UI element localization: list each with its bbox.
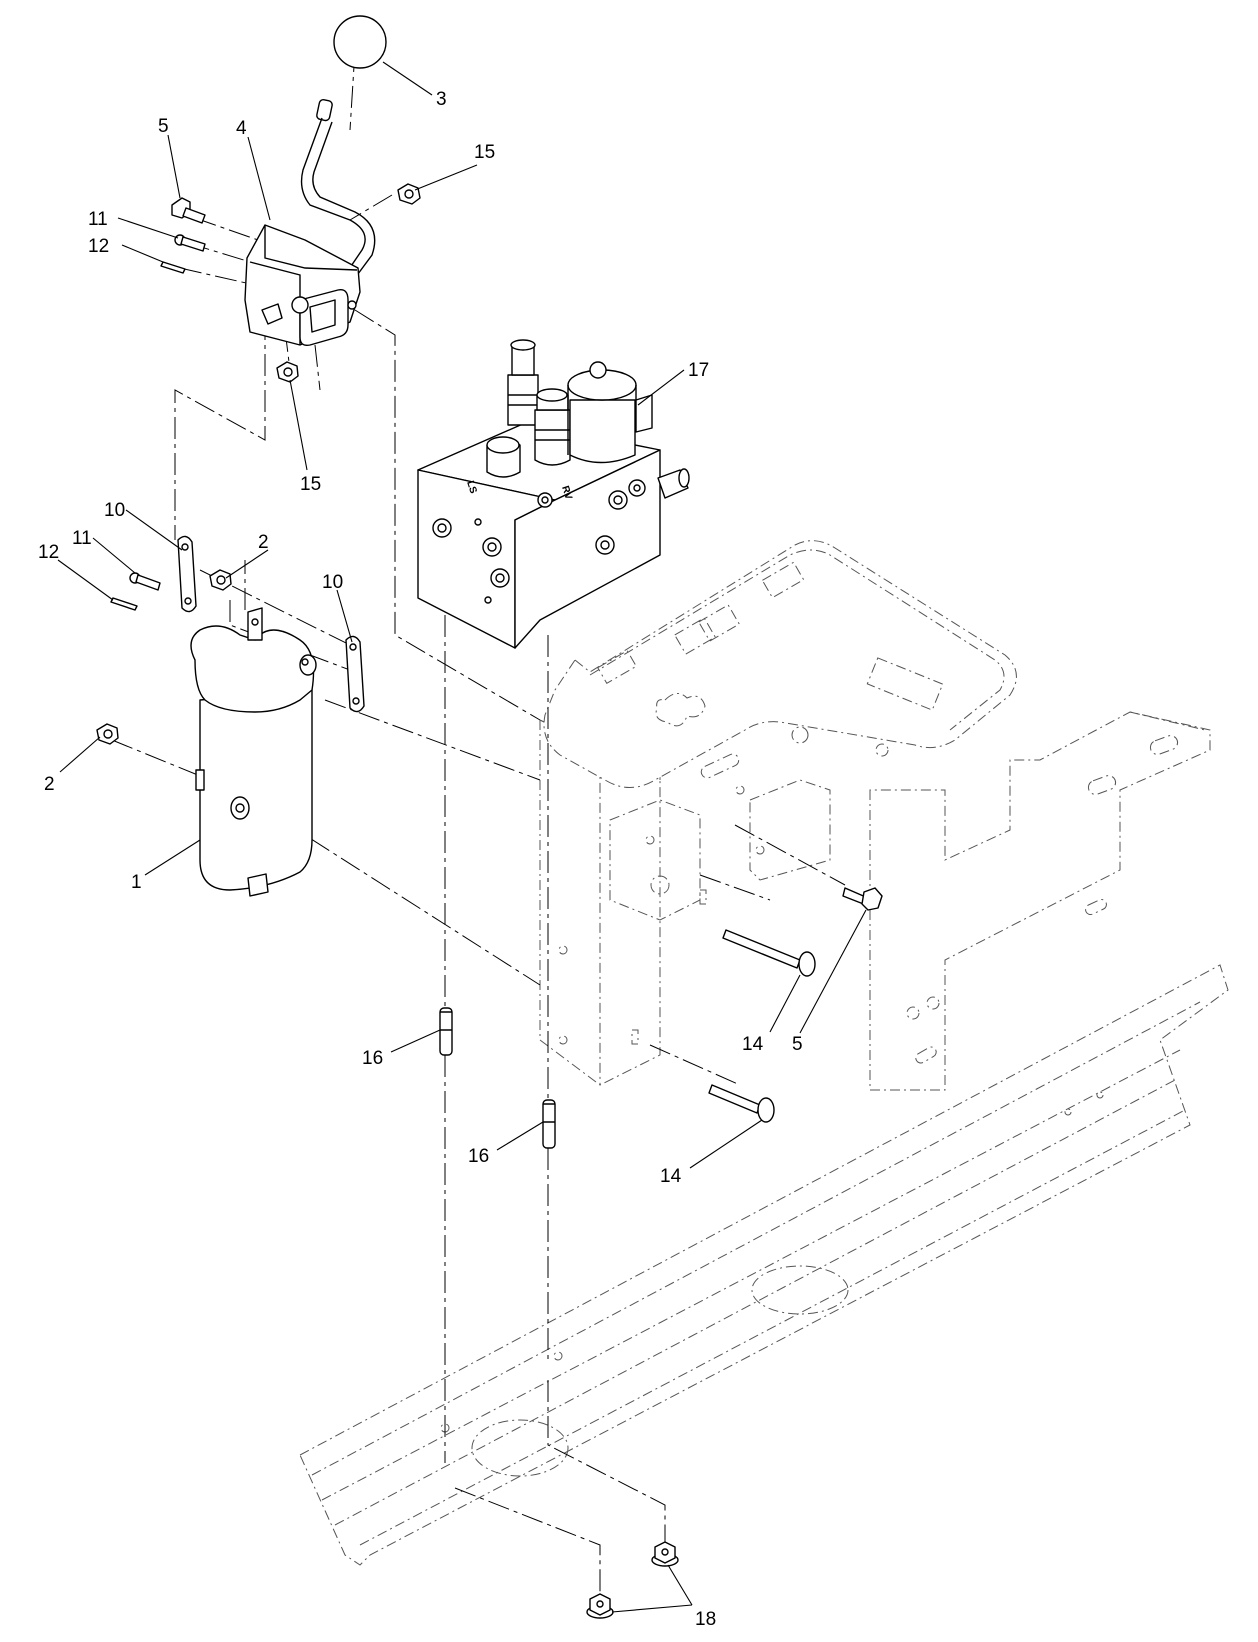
nut-part-15-lower [276,361,299,383]
callout-2-lower: 2 [44,774,55,795]
callout-15-lower: 15 [300,474,321,495]
callout-labels: 3 5 4 11 12 15 15 17 10 11 12 2 10 2 1 1… [38,89,803,1630]
callout-15-top: 15 [474,142,495,163]
callout-16-lower: 16 [468,1146,489,1167]
nut-part-2-lower [96,723,119,745]
callout-3: 3 [436,89,447,110]
handle-bracket-part-4 [244,224,361,347]
valve-block-part-17: LS RV [417,339,690,649]
pin-part-11-top [174,234,206,252]
callout-12-top: 12 [88,236,109,257]
flange-nut-part-18-left [586,1593,614,1619]
actuator-body-part-1 [190,607,317,897]
callout-17: 17 [688,360,709,381]
valve-port-label-left: LS [464,480,479,496]
bolt-part-5-top [171,197,206,224]
callout-11-middle: 11 [72,528,92,549]
callout-11-top: 11 [88,209,108,230]
valve-port-label-right: RV [559,485,574,502]
cotter-pin-part-12-top [160,261,186,274]
callout-14-lower: 14 [660,1166,682,1187]
callout-5-top: 5 [158,116,169,137]
callout-18: 18 [695,1609,716,1630]
spacer-part-16-lower [542,1099,556,1149]
callout-4: 4 [236,118,247,139]
pin-part-11-middle [129,572,161,591]
callout-5-right: 5 [792,1034,803,1055]
cotter-pin-part-12-middle [110,597,138,611]
link-part-10-left [177,535,197,613]
nut-part-15-top [397,183,421,205]
bolt-part-5-right [842,887,883,911]
chassis-frame-phantom [299,540,1229,1566]
callout-10-right: 10 [322,572,343,593]
bolt-part-14-lower [708,1084,775,1123]
callout-2-upper: 2 [258,532,269,553]
link-part-10-right [345,635,365,713]
flange-nut-part-18-right [651,1541,679,1567]
bolt-part-14-upper [722,929,816,977]
callout-12-middle: 12 [38,542,59,563]
callout-16-upper: 16 [362,1048,383,1069]
callout-14-upper: 14 [742,1034,764,1055]
control-handle-part-3 [300,15,387,283]
leader-lines [57,61,867,1613]
callout-10-left: 10 [104,500,125,521]
nut-part-2-upper [209,569,232,591]
spacer-part-16-upper [439,1007,453,1056]
callout-1: 1 [131,872,142,893]
